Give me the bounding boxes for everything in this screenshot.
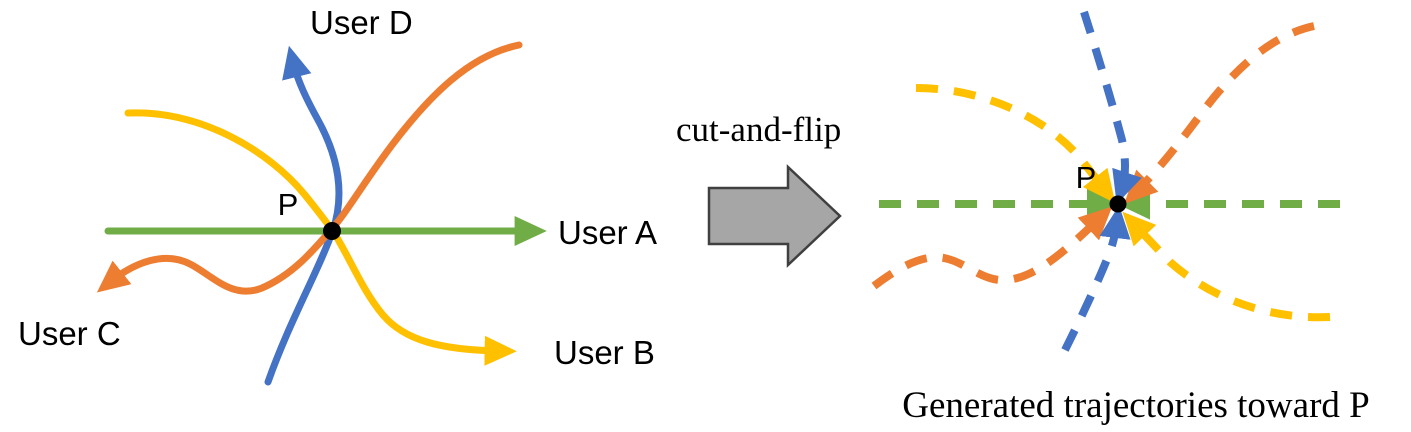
left-panel-group: P User D User A User B User C (18, 4, 657, 386)
generated-trajectory-orange-lower-left (871, 206, 1113, 290)
right-panel-group: P Generated trajectories toward P (871, 10, 1370, 426)
generated-trajectory-blue-top (1080, 10, 1142, 204)
cut-and-flip-label: cut-and-flip (676, 110, 841, 149)
trajectory-user-c (96, 41, 523, 295)
transform-group: cut-and-flip (676, 110, 842, 268)
label-user-c: User C (18, 315, 121, 352)
right-panel-caption: Generated trajectories toward P (902, 385, 1369, 426)
generated-trajectory-orange-upper-right (1124, 22, 1315, 204)
point-p-label-left: P (278, 187, 299, 222)
trajectory-user-d (264, 45, 343, 386)
generated-trajectory-blue-bottom (1061, 205, 1131, 352)
point-p-right (1109, 195, 1127, 213)
point-p-left (323, 222, 341, 240)
label-user-a: User A (558, 214, 657, 251)
block-arrow-right-icon (707, 164, 842, 268)
generated-trajectory-yellow-lower-right (1122, 211, 1331, 322)
point-p-label-right: P (1076, 160, 1097, 195)
label-user-d: User D (310, 4, 413, 41)
label-user-b: User B (554, 334, 655, 371)
